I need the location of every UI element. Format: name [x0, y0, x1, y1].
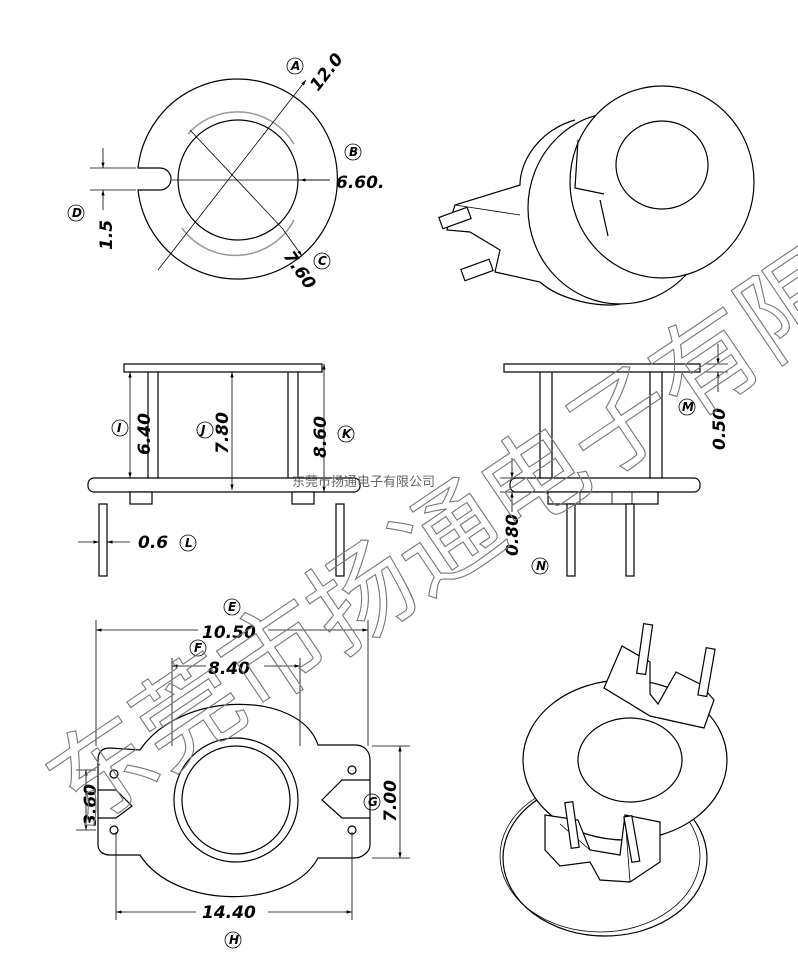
svg-text:H: H [229, 933, 239, 947]
dim-label-E: E 10.50 [198, 598, 268, 643]
dim-label-H: 14.40 H [196, 902, 268, 949]
svg-text:14.40: 14.40 [202, 903, 256, 923]
svg-text:N: N [536, 559, 546, 573]
dim-label-B: B 6.60. [336, 143, 384, 193]
svg-text:6.60.: 6.60. [336, 173, 384, 193]
svg-text:I: I [117, 421, 122, 435]
svg-text:12.0: 12.0 [306, 50, 348, 96]
iso-view-top [438, 85, 755, 306]
svg-text:10.50: 10.50 [202, 623, 256, 643]
svg-text:7.00: 7.00 [381, 780, 401, 822]
dim-label-J: J 7.80 [196, 412, 233, 454]
svg-text:7.60: 7.60 [279, 247, 320, 293]
svg-text:6.40: 6.40 [135, 413, 155, 455]
svg-text:K: K [342, 427, 353, 441]
svg-text:E: E [228, 600, 237, 614]
svg-text:B: B [349, 145, 358, 159]
front-view [78, 363, 361, 577]
top-view [90, 78, 338, 280]
svg-text:0.6: 0.6 [138, 533, 168, 553]
svg-text:东莞市扬通电子有限公司: 东莞市扬通电子有限公司 [292, 474, 435, 490]
svg-text:J: J [199, 423, 206, 437]
dim-label-M: M 0.50 [678, 398, 730, 450]
svg-text:D: D [72, 206, 82, 220]
dim-label-C: C 7.60 [279, 247, 331, 293]
iso-view-bottom [499, 623, 728, 937]
dim-label-I: I 6.40 [111, 413, 155, 455]
svg-text:L: L [185, 536, 193, 550]
svg-text:F: F [194, 641, 203, 655]
dim-label-F: F 8.40 [189, 639, 264, 679]
dim-label-P: 3.60 [81, 784, 101, 826]
svg-text:C: C [318, 254, 327, 268]
bottom-view [76, 620, 410, 920]
svg-text:3.60: 3.60 [81, 784, 101, 826]
dim-label-D: D 1.5 [67, 204, 117, 250]
dim-label-G: G 7.00 [363, 780, 401, 822]
svg-text:G: G [368, 795, 378, 809]
svg-text:0.50: 0.50 [710, 408, 730, 450]
svg-text:0.80: 0.80 [503, 514, 523, 556]
svg-text:1.5: 1.5 [97, 220, 117, 250]
side-view [500, 344, 728, 577]
svg-text:8.40: 8.40 [208, 659, 250, 679]
svg-text:7.80: 7.80 [213, 412, 233, 454]
svg-text:8.60: 8.60 [311, 416, 331, 458]
svg-text:A: A [290, 59, 300, 73]
dim-label-N: 0.80 N [503, 514, 549, 575]
svg-text:M: M [682, 400, 694, 414]
dim-label-L: 0.6 L [138, 533, 197, 553]
dim-label-K: K 8.60 [311, 416, 355, 458]
dim-label-A: A 12.0 [286, 50, 348, 96]
